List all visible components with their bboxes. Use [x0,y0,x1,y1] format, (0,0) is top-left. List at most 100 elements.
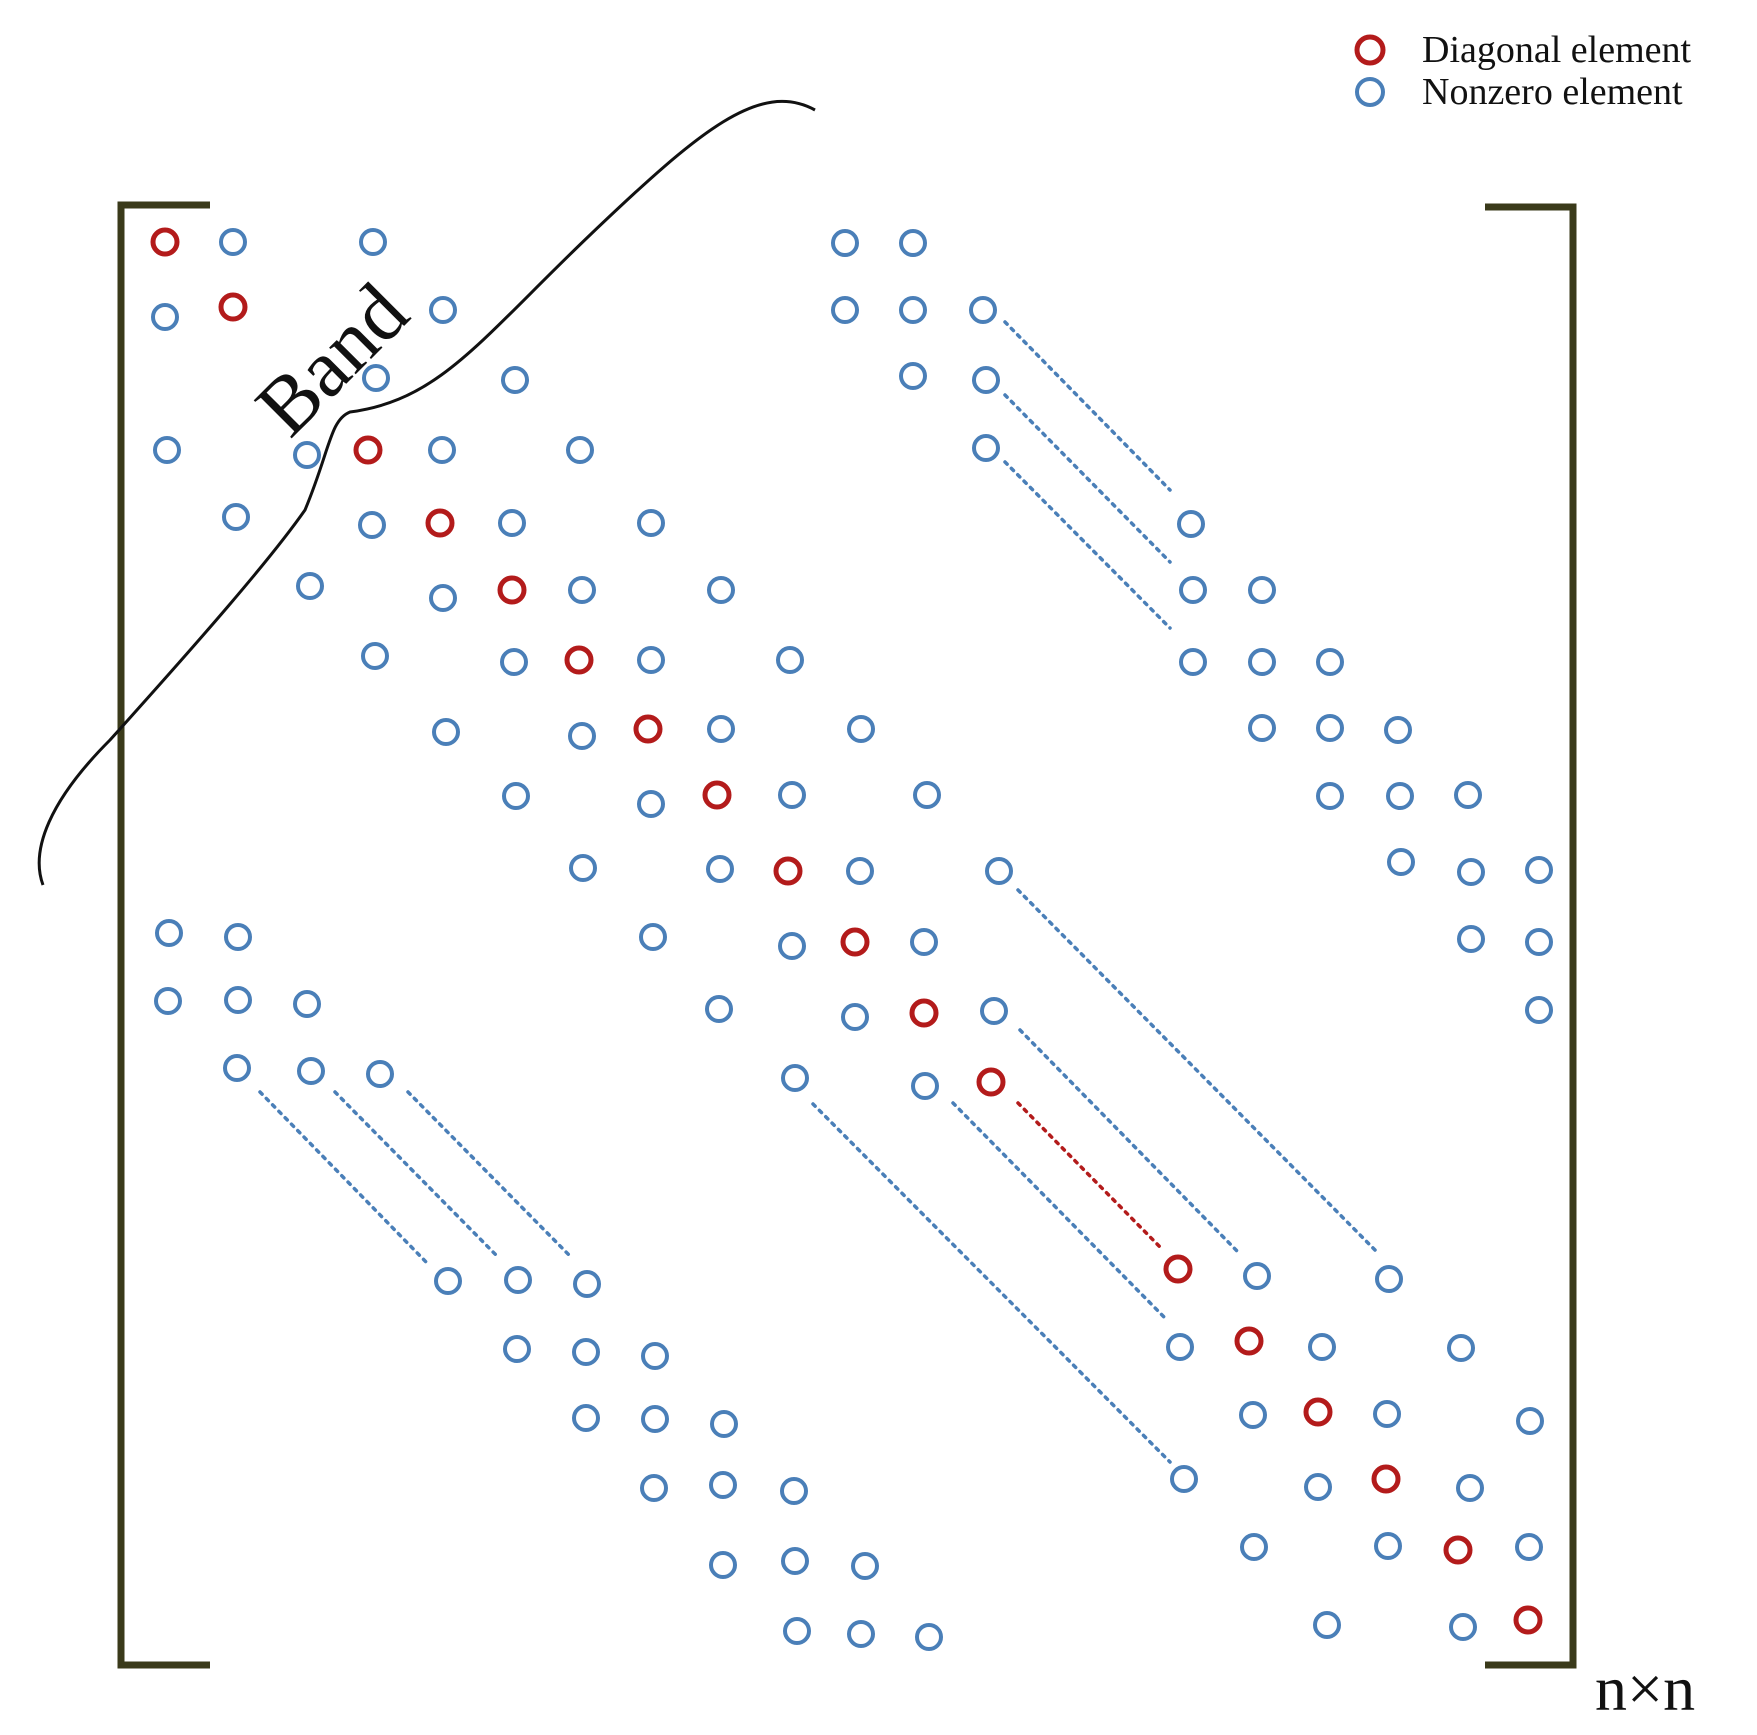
nonzero-element-marker-icon [1386,782,1414,810]
nonzero-element-marker-icon [1177,510,1205,538]
nonzero-element-marker-icon [502,782,530,810]
nonzero-element-marker-icon [1304,1473,1332,1501]
nonzero-element-marker-icon [224,923,252,951]
nonzero-element-marker-icon [985,857,1013,885]
nonzero-element-marker-icon [637,790,665,818]
nonzero-element-marker-icon [1239,1401,1267,1429]
legend-diagonal-label: Diagonal element [1422,29,1692,71]
diagonal-element-marker-icon [1513,1605,1543,1635]
nonzero-continuation-dotted-line [1003,320,1172,492]
nonzero-element-marker-icon [1384,716,1412,744]
nonzero-element-marker-icon [366,1060,394,1088]
nonzero-element-marker-icon [566,436,594,464]
nonzero-element-marker-icon [1179,648,1207,676]
nonzero-element-marker-icon [911,1072,939,1100]
nonzero-element-marker-icon [359,228,387,256]
nonzero-element-marker-icon [709,1551,737,1579]
nonzero-element-marker-icon [573,1270,601,1298]
nonzero-element-marker-icon [434,1267,462,1295]
nonzero-continuation-dotted-line [333,1090,499,1258]
nonzero-element-marker-icon [705,995,733,1023]
nonzero-element-marker-icon [1248,714,1276,742]
nonzero-element-marker-icon [1449,1613,1477,1641]
matrix-size-label: n×n [1595,1653,1695,1724]
nonzero-element-marker-icon [1525,928,1553,956]
nonzero-element-marker-icon [709,1471,737,1499]
nonzero-continuation-dotted-line [258,1090,430,1266]
nonzero-element-marker-icon [1375,1265,1403,1293]
nonzero-element-marker-icon [710,1410,738,1438]
legend-diagonal-marker-icon [1354,34,1386,66]
nonzero-element-marker-icon [428,436,456,464]
nonzero-element-marker-icon [1308,1333,1336,1361]
nonzero-element-marker-icon [1313,1611,1341,1639]
nonzero-element-marker-icon [639,923,667,951]
nonzero-continuation-dotted-line [1018,1028,1240,1254]
nonzero-element-marker-icon [1374,1532,1402,1560]
nonzero-element-marker-icon [1316,648,1344,676]
diagonal-element-marker-icon [425,508,455,538]
left-bracket [117,201,210,1669]
nonzero-element-marker-icon [899,362,927,390]
nonzero-element-marker-icon [222,503,250,531]
nonzero-element-marker-icon [1525,996,1553,1024]
nonzero-element-marker-icon [910,928,938,956]
nonzero-element-marker-icon [153,436,181,464]
nonzero-element-marker-icon [972,434,1000,462]
nonzero-element-marker-icon [1516,1407,1544,1435]
band-brace [37,100,816,886]
nonzero-element-marker-icon [915,1623,943,1651]
nonzero-element-marker-icon [503,1335,531,1363]
diagonal-element-marker-icon [909,998,939,1028]
nonzero-element-marker-icon [504,1266,532,1294]
nonzero-element-marker-icon [569,854,597,882]
nonzero-element-marker-icon [429,584,457,612]
nonzero-element-marker-icon [1179,576,1207,604]
nonzero-element-marker-icon [706,855,734,883]
diagonal-element-marker-icon [1303,1397,1333,1427]
band-label: Band [238,266,425,453]
nonzero-element-marker-icon [841,1003,869,1031]
nonzero-element-marker-icon [707,715,735,743]
nonzero-element-marker-icon [1525,856,1553,884]
legend-nonzero-marker-icon [1355,77,1385,107]
nonzero-element-marker-icon [223,1054,251,1082]
nonzero-element-marker-icon [1166,1333,1194,1361]
nonzero-element-marker-icon [831,229,859,257]
nonzero-element-marker-icon [429,296,457,324]
diagonal-element-marker-icon [497,575,527,605]
diagonal-element-marker-icon [1371,1464,1401,1494]
nonzero-element-marker-icon [361,642,389,670]
nonzero-element-marker-icon [362,364,390,392]
nonzero-element-marker-icon [640,1474,668,1502]
nonzero-element-marker-icon [847,715,875,743]
nonzero-element-marker-icon [1316,714,1344,742]
legend-nonzero-label: Nonzero element [1422,71,1683,113]
nonzero-continuation-dotted-line [1003,393,1172,564]
diagonal-element-marker-icon [1163,1254,1193,1284]
nonzero-continuation-dotted-line [1003,460,1172,630]
nonzero-element-marker-icon [776,646,804,674]
diagonal-element-marker-icon [353,435,383,465]
nonzero-element-marker-icon [1316,782,1344,810]
dotted-lines [258,320,1377,1464]
right-bracket [1485,203,1577,1669]
matrix-elements [150,227,1553,1651]
nonzero-element-marker-icon [1454,781,1482,809]
nonzero-element-marker-icon [568,576,596,604]
nonzero-element-marker-icon [1248,576,1276,604]
nonzero-element-marker-icon [980,997,1008,1025]
diagonal-element-marker-icon [702,780,732,810]
nonzero-element-marker-icon [572,1338,600,1366]
nonzero-element-marker-icon [1457,925,1485,953]
nonzero-element-marker-icon [358,511,386,539]
nonzero-element-marker-icon [780,1477,808,1505]
diagonal-element-marker-icon [976,1067,1006,1097]
nonzero-element-marker-icon [1387,848,1415,876]
nonzero-element-marker-icon [899,229,927,257]
diagonal-element-marker-icon [564,645,594,675]
nonzero-continuation-dotted-line [1016,888,1377,1252]
nonzero-element-marker-icon [1243,1262,1271,1290]
nonzero-element-marker-icon [154,987,182,1015]
